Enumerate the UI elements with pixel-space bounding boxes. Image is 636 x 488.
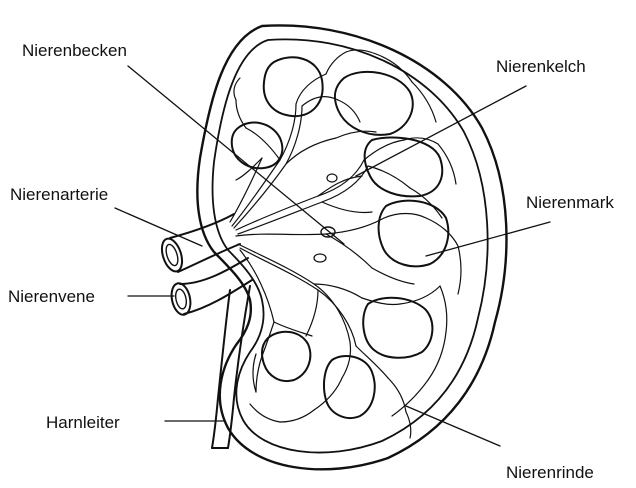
pyramid-2 bbox=[335, 72, 413, 135]
medulla-pyramids bbox=[232, 57, 449, 418]
label-nierenrinde: Nierenrinde bbox=[506, 463, 594, 482]
pyramid-1 bbox=[264, 57, 323, 116]
leader-pelvis bbox=[128, 66, 344, 244]
pyramid-4 bbox=[365, 137, 443, 196]
pyramid-7 bbox=[262, 332, 310, 381]
labels: Nierenbecken Nierenkelch Nierenarterie N… bbox=[8, 41, 614, 482]
label-nierenbecken: Nierenbecken bbox=[22, 41, 127, 60]
label-nierenkelch: Nierenkelch bbox=[496, 57, 586, 76]
leader-artery bbox=[115, 208, 202, 246]
leader-lines bbox=[115, 66, 550, 446]
label-nierenarterie: Nierenarterie bbox=[10, 185, 108, 204]
pyramid-5 bbox=[379, 201, 449, 267]
pyramid-8 bbox=[324, 356, 375, 418]
label-nierenmark: Nierenmark bbox=[526, 193, 614, 212]
pyramid-3 bbox=[232, 123, 283, 169]
label-nierenvene: Nierenvene bbox=[8, 287, 95, 306]
renal-vessel-tree bbox=[230, 50, 461, 438]
pyramid-6 bbox=[363, 298, 432, 358]
label-harnleiter: Harnleiter bbox=[46, 413, 120, 432]
